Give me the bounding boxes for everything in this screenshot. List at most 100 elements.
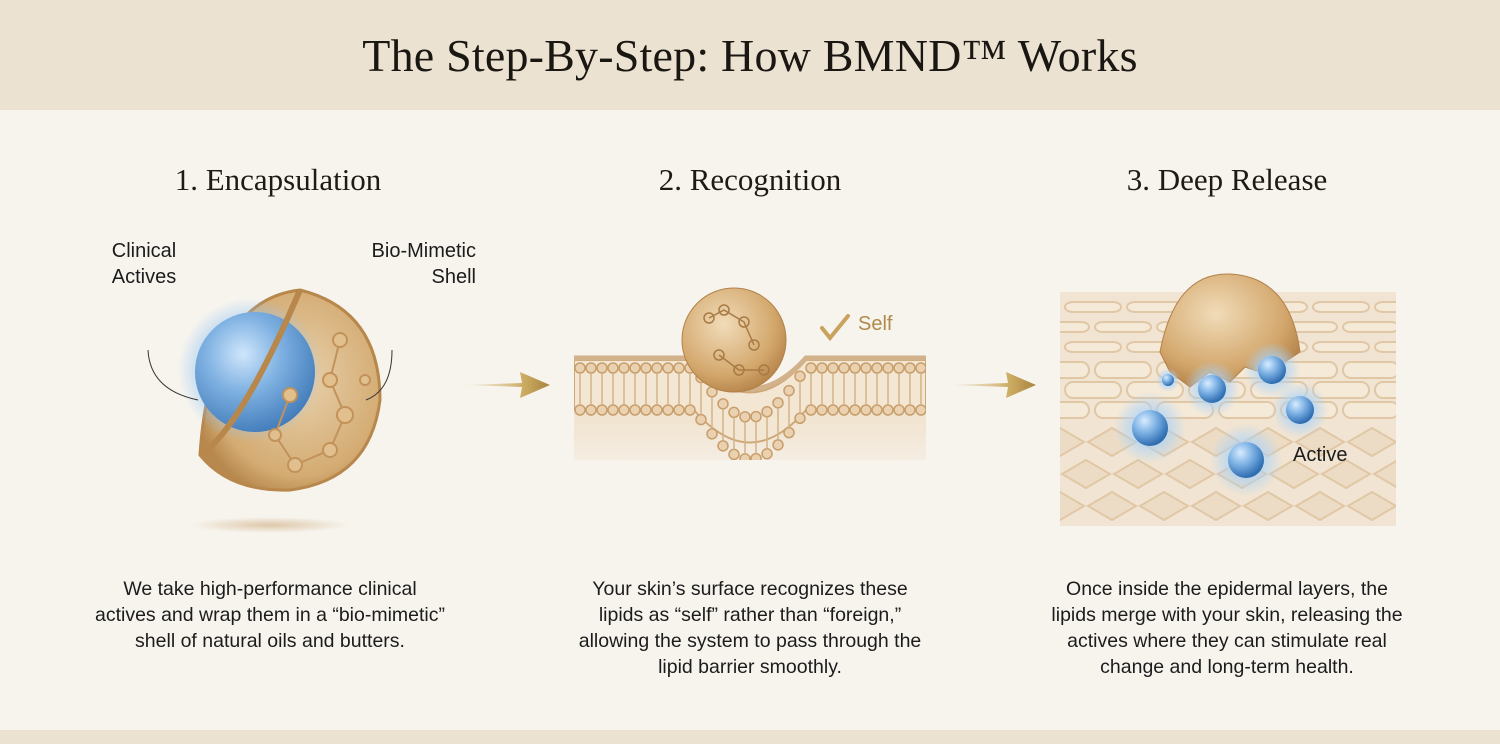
active-core-sphere bbox=[195, 312, 315, 432]
description-line: We take high-performance clinical bbox=[123, 578, 417, 600]
skin-cell bbox=[1374, 341, 1396, 353]
lipid-head bbox=[838, 362, 850, 374]
lipid-head bbox=[607, 404, 619, 416]
description-line: shell of natural oils and butters. bbox=[135, 630, 405, 652]
skin-cell bbox=[1342, 361, 1396, 379]
lipid-head bbox=[596, 404, 608, 416]
lipid-head bbox=[728, 406, 740, 419]
lipid-head bbox=[794, 412, 806, 425]
label-line: Shell bbox=[431, 266, 476, 288]
leader-line-right bbox=[365, 349, 393, 401]
lipid-head bbox=[717, 440, 729, 452]
description-line: Your skin’s surface recognizes these bbox=[592, 578, 908, 600]
skin-cell bbox=[1094, 361, 1152, 379]
checkmark-icon bbox=[820, 314, 850, 342]
description-line: change and long-term health. bbox=[1100, 656, 1354, 678]
deep-skin-cell bbox=[1294, 490, 1346, 522]
lipid-head bbox=[651, 362, 663, 374]
skin-cell bbox=[1374, 381, 1396, 399]
lipid-head bbox=[871, 404, 883, 416]
lipid-head bbox=[607, 362, 619, 374]
lipid-head bbox=[849, 404, 861, 416]
molecule-network bbox=[268, 332, 371, 473]
active-bubble bbox=[1162, 374, 1174, 386]
skin-cell bbox=[1060, 401, 1090, 419]
step-1-description: We take high-performance clinical active… bbox=[60, 576, 480, 654]
active-bubble bbox=[1228, 442, 1264, 478]
lipid-head bbox=[860, 362, 872, 374]
page-title: The Step-By-Step: How BMND™ Works bbox=[362, 29, 1138, 81]
description-line: actives where they can stimulate real bbox=[1067, 630, 1387, 652]
active-bubble bbox=[1198, 375, 1226, 403]
active-label: Active bbox=[1293, 444, 1348, 466]
lipid-head bbox=[739, 453, 751, 460]
label-line: Bio-Mimetic bbox=[371, 240, 476, 262]
step-2-description: Your skin’s surface recognizes these lip… bbox=[540, 576, 960, 680]
deep-skin-cell bbox=[1346, 490, 1396, 522]
lipid-head bbox=[695, 413, 707, 426]
lipid-head bbox=[827, 362, 839, 374]
deep-skin-cell bbox=[1346, 426, 1396, 458]
lipid-head bbox=[750, 410, 762, 423]
lipid-head bbox=[915, 404, 926, 416]
lipid-head bbox=[783, 384, 795, 397]
skin-cell bbox=[1312, 341, 1370, 353]
lipid-head bbox=[574, 404, 586, 416]
lipid-head bbox=[772, 397, 784, 409]
lipid-head bbox=[640, 404, 652, 416]
skin-cell bbox=[1094, 321, 1152, 333]
bio-mimetic-shell-label: Bio-Mimetic Shell bbox=[358, 238, 476, 290]
self-label: Self bbox=[858, 313, 893, 335]
deep-skin-cell bbox=[1268, 458, 1320, 490]
lipid-head bbox=[750, 452, 762, 460]
shell-front-rim bbox=[198, 288, 303, 458]
lipid-head bbox=[904, 362, 916, 374]
lipid-head bbox=[882, 362, 894, 374]
lipid-head bbox=[805, 404, 817, 416]
description-line: lipid barrier smoothly. bbox=[658, 656, 842, 678]
lipid-head bbox=[618, 404, 630, 416]
lipid-head bbox=[816, 404, 828, 416]
skin-cell bbox=[1064, 341, 1122, 353]
step-3-title: 3. Deep Release bbox=[1126, 162, 1328, 197]
lipid-head bbox=[772, 439, 784, 451]
lipid-head bbox=[728, 448, 740, 460]
label-line: Actives bbox=[111, 266, 177, 288]
footer-band bbox=[0, 730, 1500, 744]
lipid-head bbox=[849, 362, 861, 374]
deep-skin-cell bbox=[1372, 460, 1396, 488]
deep-skin-cell bbox=[1242, 490, 1294, 522]
shadow bbox=[190, 517, 350, 533]
lipid-head bbox=[640, 362, 652, 374]
lipid-head bbox=[838, 404, 850, 416]
deep-skin-cell bbox=[1060, 490, 1086, 522]
skin-cell bbox=[1060, 361, 1090, 379]
step-1-title: 1. Encapsulation bbox=[174, 162, 382, 197]
lipid-head bbox=[915, 362, 926, 374]
deep-skin-cell bbox=[1060, 426, 1086, 458]
active-bubble bbox=[1286, 396, 1314, 424]
lipid-head bbox=[684, 404, 696, 416]
lipid-head bbox=[761, 448, 773, 460]
arrow-right-icon bbox=[464, 372, 550, 398]
lipid-head bbox=[596, 362, 608, 374]
lipid-head bbox=[860, 404, 872, 416]
skin-cell bbox=[1342, 321, 1396, 333]
lipid-head bbox=[816, 362, 828, 374]
lipid-head bbox=[893, 362, 905, 374]
deep-skin-cell bbox=[1112, 458, 1164, 490]
lipid-head bbox=[585, 362, 597, 374]
skin-cell bbox=[1064, 301, 1122, 313]
deep-skin-cell bbox=[1320, 458, 1372, 490]
deep-skin-cell bbox=[1060, 458, 1112, 490]
lipid-heads bbox=[574, 362, 926, 460]
skin-cell bbox=[1060, 321, 1090, 333]
lipid-head bbox=[662, 404, 674, 416]
deep-skin-cell bbox=[1190, 490, 1242, 522]
skin-cell bbox=[1374, 301, 1396, 313]
lipid-sphere bbox=[681, 287, 787, 393]
active-bubbles bbox=[1114, 342, 1328, 496]
lipid-head bbox=[651, 404, 663, 416]
skin-cell bbox=[1342, 401, 1396, 419]
active-bubble bbox=[1258, 356, 1286, 384]
